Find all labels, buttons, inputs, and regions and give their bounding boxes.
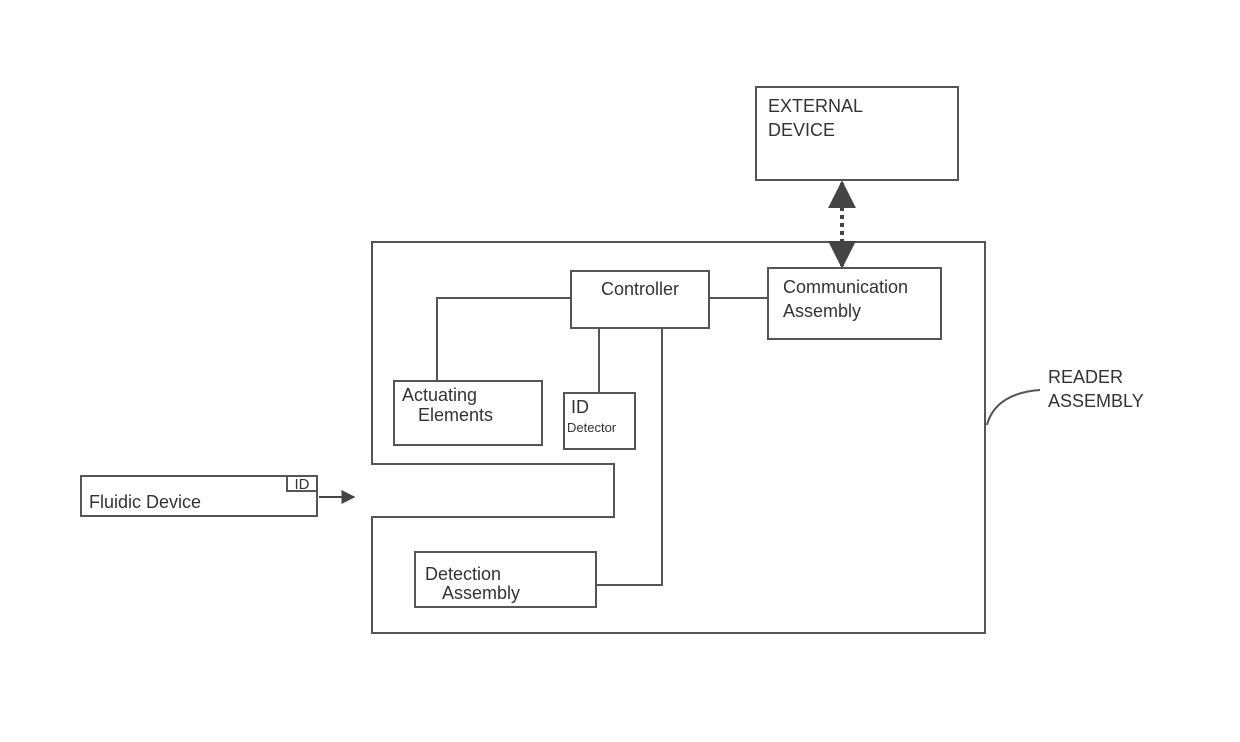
- communication-assembly-label-line2: Assembly: [783, 301, 861, 321]
- reader-assembly-label-line2: ASSEMBLY: [1048, 391, 1144, 411]
- detection-assembly-block: Detection Assembly: [415, 552, 596, 607]
- id-detector-block: ID Detector: [564, 393, 635, 449]
- id-detector-label-line1: ID: [571, 397, 589, 417]
- fluidic-device-label: Fluidic Device: [89, 492, 201, 512]
- fluidic-device-block: ID Fluidic Device: [81, 476, 317, 516]
- controller-detection-wire: [596, 328, 662, 585]
- fluidic-device-id-label: ID: [295, 476, 310, 493]
- reader-assembly-label-line1: READER: [1048, 367, 1123, 387]
- external-device-block: EXTERNAL DEVICE: [756, 87, 958, 180]
- controller-block: Controller: [571, 271, 709, 328]
- communication-assembly-block: Communication Assembly: [768, 268, 941, 339]
- detection-assembly-label-line1: Detection: [425, 564, 501, 584]
- detection-assembly-label-line2: Assembly: [442, 583, 520, 603]
- external-device-label-line1: EXTERNAL: [768, 96, 863, 116]
- communication-assembly-label-line1: Communication: [783, 277, 908, 297]
- controller-actuating-wire: [437, 298, 571, 381]
- id-detector-label-line2: Detector: [567, 420, 617, 435]
- external-device-label-line2: DEVICE: [768, 120, 835, 140]
- reader-assembly-leader-line: [987, 390, 1040, 425]
- actuating-elements-block: Actuating Elements: [394, 381, 542, 445]
- controller-label: Controller: [601, 279, 679, 299]
- actuating-elements-label-line2: Elements: [418, 405, 493, 425]
- actuating-elements-label-line1: Actuating: [402, 385, 477, 405]
